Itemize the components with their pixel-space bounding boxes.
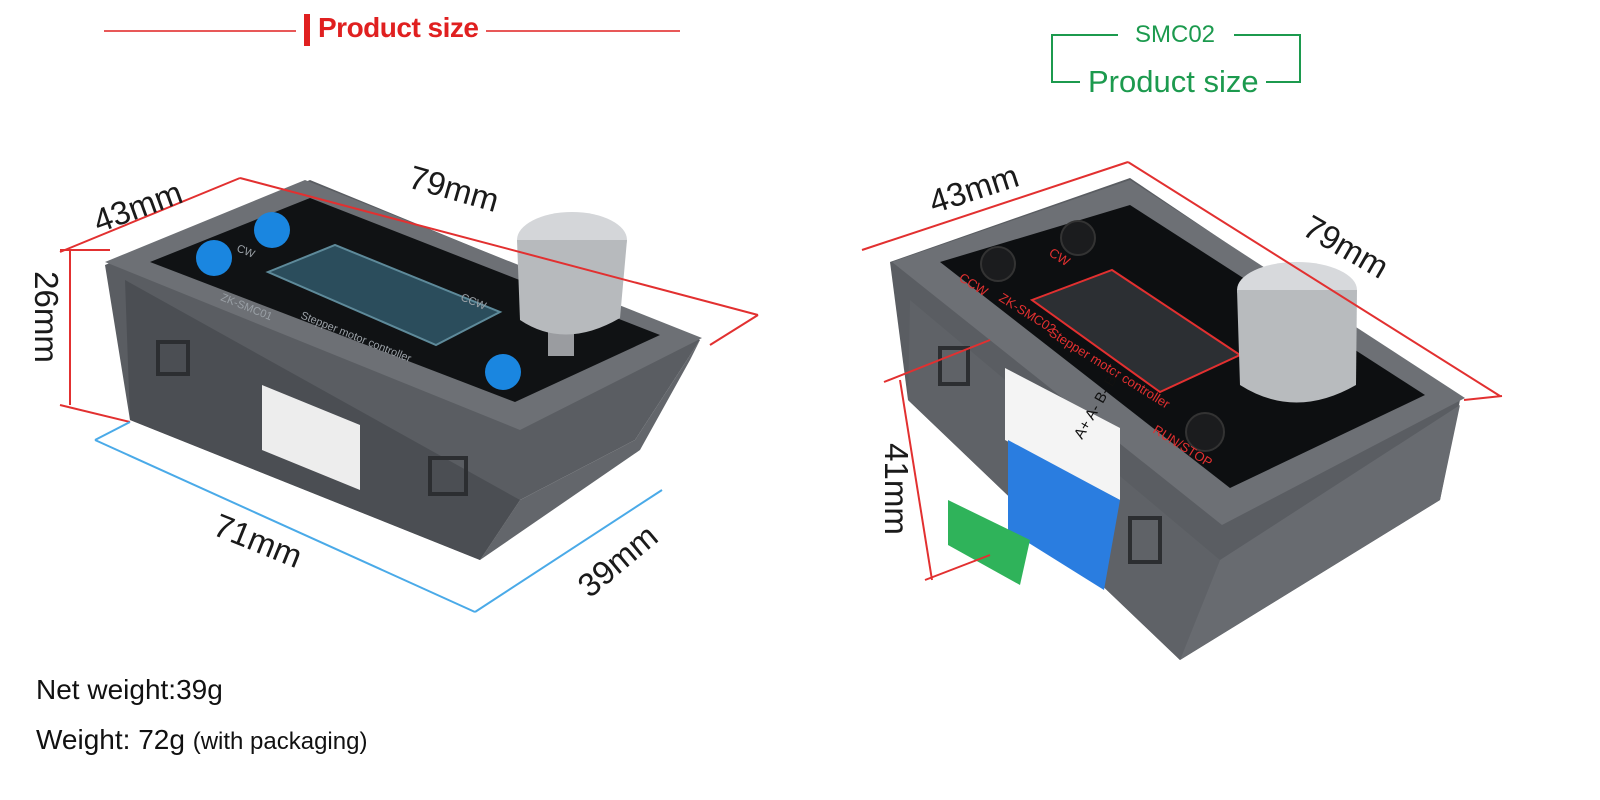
mount-clip-left bbox=[156, 340, 190, 376]
cw-button bbox=[254, 212, 290, 248]
left-title: Product size bbox=[318, 12, 479, 43]
mount-clip-right bbox=[428, 456, 468, 496]
dim-tick-26-bottom bbox=[59, 404, 131, 423]
left-product-illustration: CW CCW ZK-SMC01 Stepper motor controller bbox=[59, 14, 759, 613]
dim-line-39mm bbox=[474, 489, 663, 613]
title-bracket-left bbox=[1051, 34, 1118, 83]
cw-button bbox=[1060, 220, 1096, 256]
right-product-panel: CW CCW ZK-SMC02 Stepper motor controller… bbox=[800, 0, 1600, 800]
gross-weight-note: (with packaging) bbox=[192, 728, 368, 755]
terminal-block bbox=[1008, 440, 1120, 590]
device-side-face bbox=[480, 340, 700, 560]
ccw-button bbox=[196, 240, 232, 276]
run-button bbox=[485, 354, 521, 390]
gross-weight: Weight: 72g bbox=[36, 724, 185, 755]
right-product-illustration: CW CCW ZK-SMC02 Stepper motor controller… bbox=[861, 34, 1503, 660]
mount-clip-left bbox=[938, 346, 970, 386]
power-connector bbox=[948, 500, 1030, 585]
dim-label-41mm: 41mm bbox=[877, 443, 915, 535]
dim-line-79mm bbox=[1127, 161, 1501, 397]
terminal-label-plate bbox=[1005, 368, 1120, 500]
gross-weight-line: Weight: 72g (with packaging) bbox=[36, 724, 367, 756]
dim-line-41mm bbox=[899, 379, 933, 581]
right-model-heading: SMC02 bbox=[1135, 21, 1216, 48]
knob-body bbox=[1237, 290, 1357, 403]
right-title: Product size bbox=[1088, 64, 1259, 99]
knob-body bbox=[517, 240, 627, 335]
left-product-panel: CW CCW ZK-SMC01 Stepper motor controller… bbox=[27, 12, 759, 756]
title-bracket-right bbox=[1234, 34, 1301, 83]
dim-tick-41-bottom bbox=[924, 554, 991, 581]
dim-tick-41-top bbox=[883, 339, 991, 383]
runstop-button bbox=[1185, 412, 1225, 452]
dim-tick-79-end bbox=[709, 314, 759, 346]
dim-tick-79-end bbox=[1463, 395, 1503, 401]
device-side-face bbox=[1180, 405, 1460, 660]
dim-line-71mm bbox=[94, 439, 476, 613]
dim-line-43mm bbox=[59, 177, 241, 253]
mount-clip-right bbox=[1128, 516, 1162, 564]
net-weight: Net weight:39g bbox=[36, 674, 223, 705]
lcd-screen bbox=[265, 243, 503, 347]
dim-label-26mm: 26mm bbox=[27, 271, 65, 363]
dim-line-43mm bbox=[861, 161, 1129, 251]
title-marker bbox=[304, 14, 310, 46]
ccw-button bbox=[980, 246, 1016, 282]
dim-line-79mm bbox=[239, 177, 759, 316]
connector-slot bbox=[262, 385, 360, 490]
dim-tick-71-start bbox=[94, 421, 131, 441]
